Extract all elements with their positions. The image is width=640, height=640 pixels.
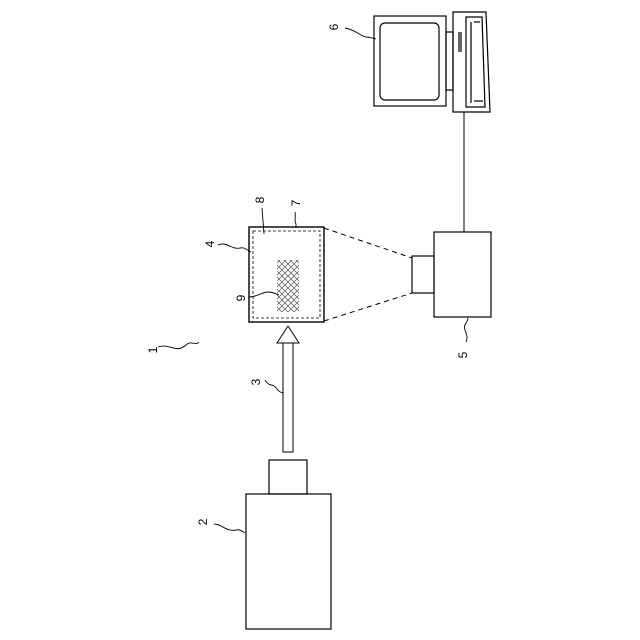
monitor-stand bbox=[446, 32, 453, 90]
specimen bbox=[277, 260, 299, 312]
field-of-view-lines bbox=[324, 228, 412, 321]
computer-tower bbox=[466, 17, 485, 107]
computer bbox=[374, 12, 490, 112]
camera-body bbox=[434, 232, 491, 317]
camera bbox=[412, 232, 491, 317]
label-9: 9 bbox=[234, 294, 248, 301]
label-3: 3 bbox=[249, 378, 263, 385]
beam-shaft bbox=[283, 343, 293, 452]
leader-3 bbox=[265, 380, 283, 393]
light-source-nozzle bbox=[269, 460, 307, 494]
leader-7 bbox=[295, 212, 296, 228]
leader-5 bbox=[464, 318, 468, 342]
beam-arrow bbox=[277, 326, 299, 452]
leader-4 bbox=[218, 244, 251, 252]
monitor-screen bbox=[380, 23, 439, 100]
label-2: 2 bbox=[196, 518, 210, 525]
sample-cell bbox=[249, 227, 324, 322]
leader-2 bbox=[214, 524, 245, 533]
beam-arrowhead bbox=[277, 326, 299, 343]
light-source-body bbox=[246, 494, 331, 629]
camera-lens bbox=[412, 256, 434, 293]
label-7: 7 bbox=[289, 199, 303, 206]
label-8: 8 bbox=[253, 196, 267, 203]
light-source bbox=[246, 460, 331, 629]
monitor-frame bbox=[374, 16, 446, 106]
leader-6 bbox=[345, 28, 376, 39]
label-4: 4 bbox=[203, 240, 217, 247]
label-5: 5 bbox=[456, 351, 470, 358]
label-6: 6 bbox=[327, 23, 341, 30]
label-1: 1 bbox=[146, 346, 160, 353]
leader-1 bbox=[158, 342, 199, 349]
